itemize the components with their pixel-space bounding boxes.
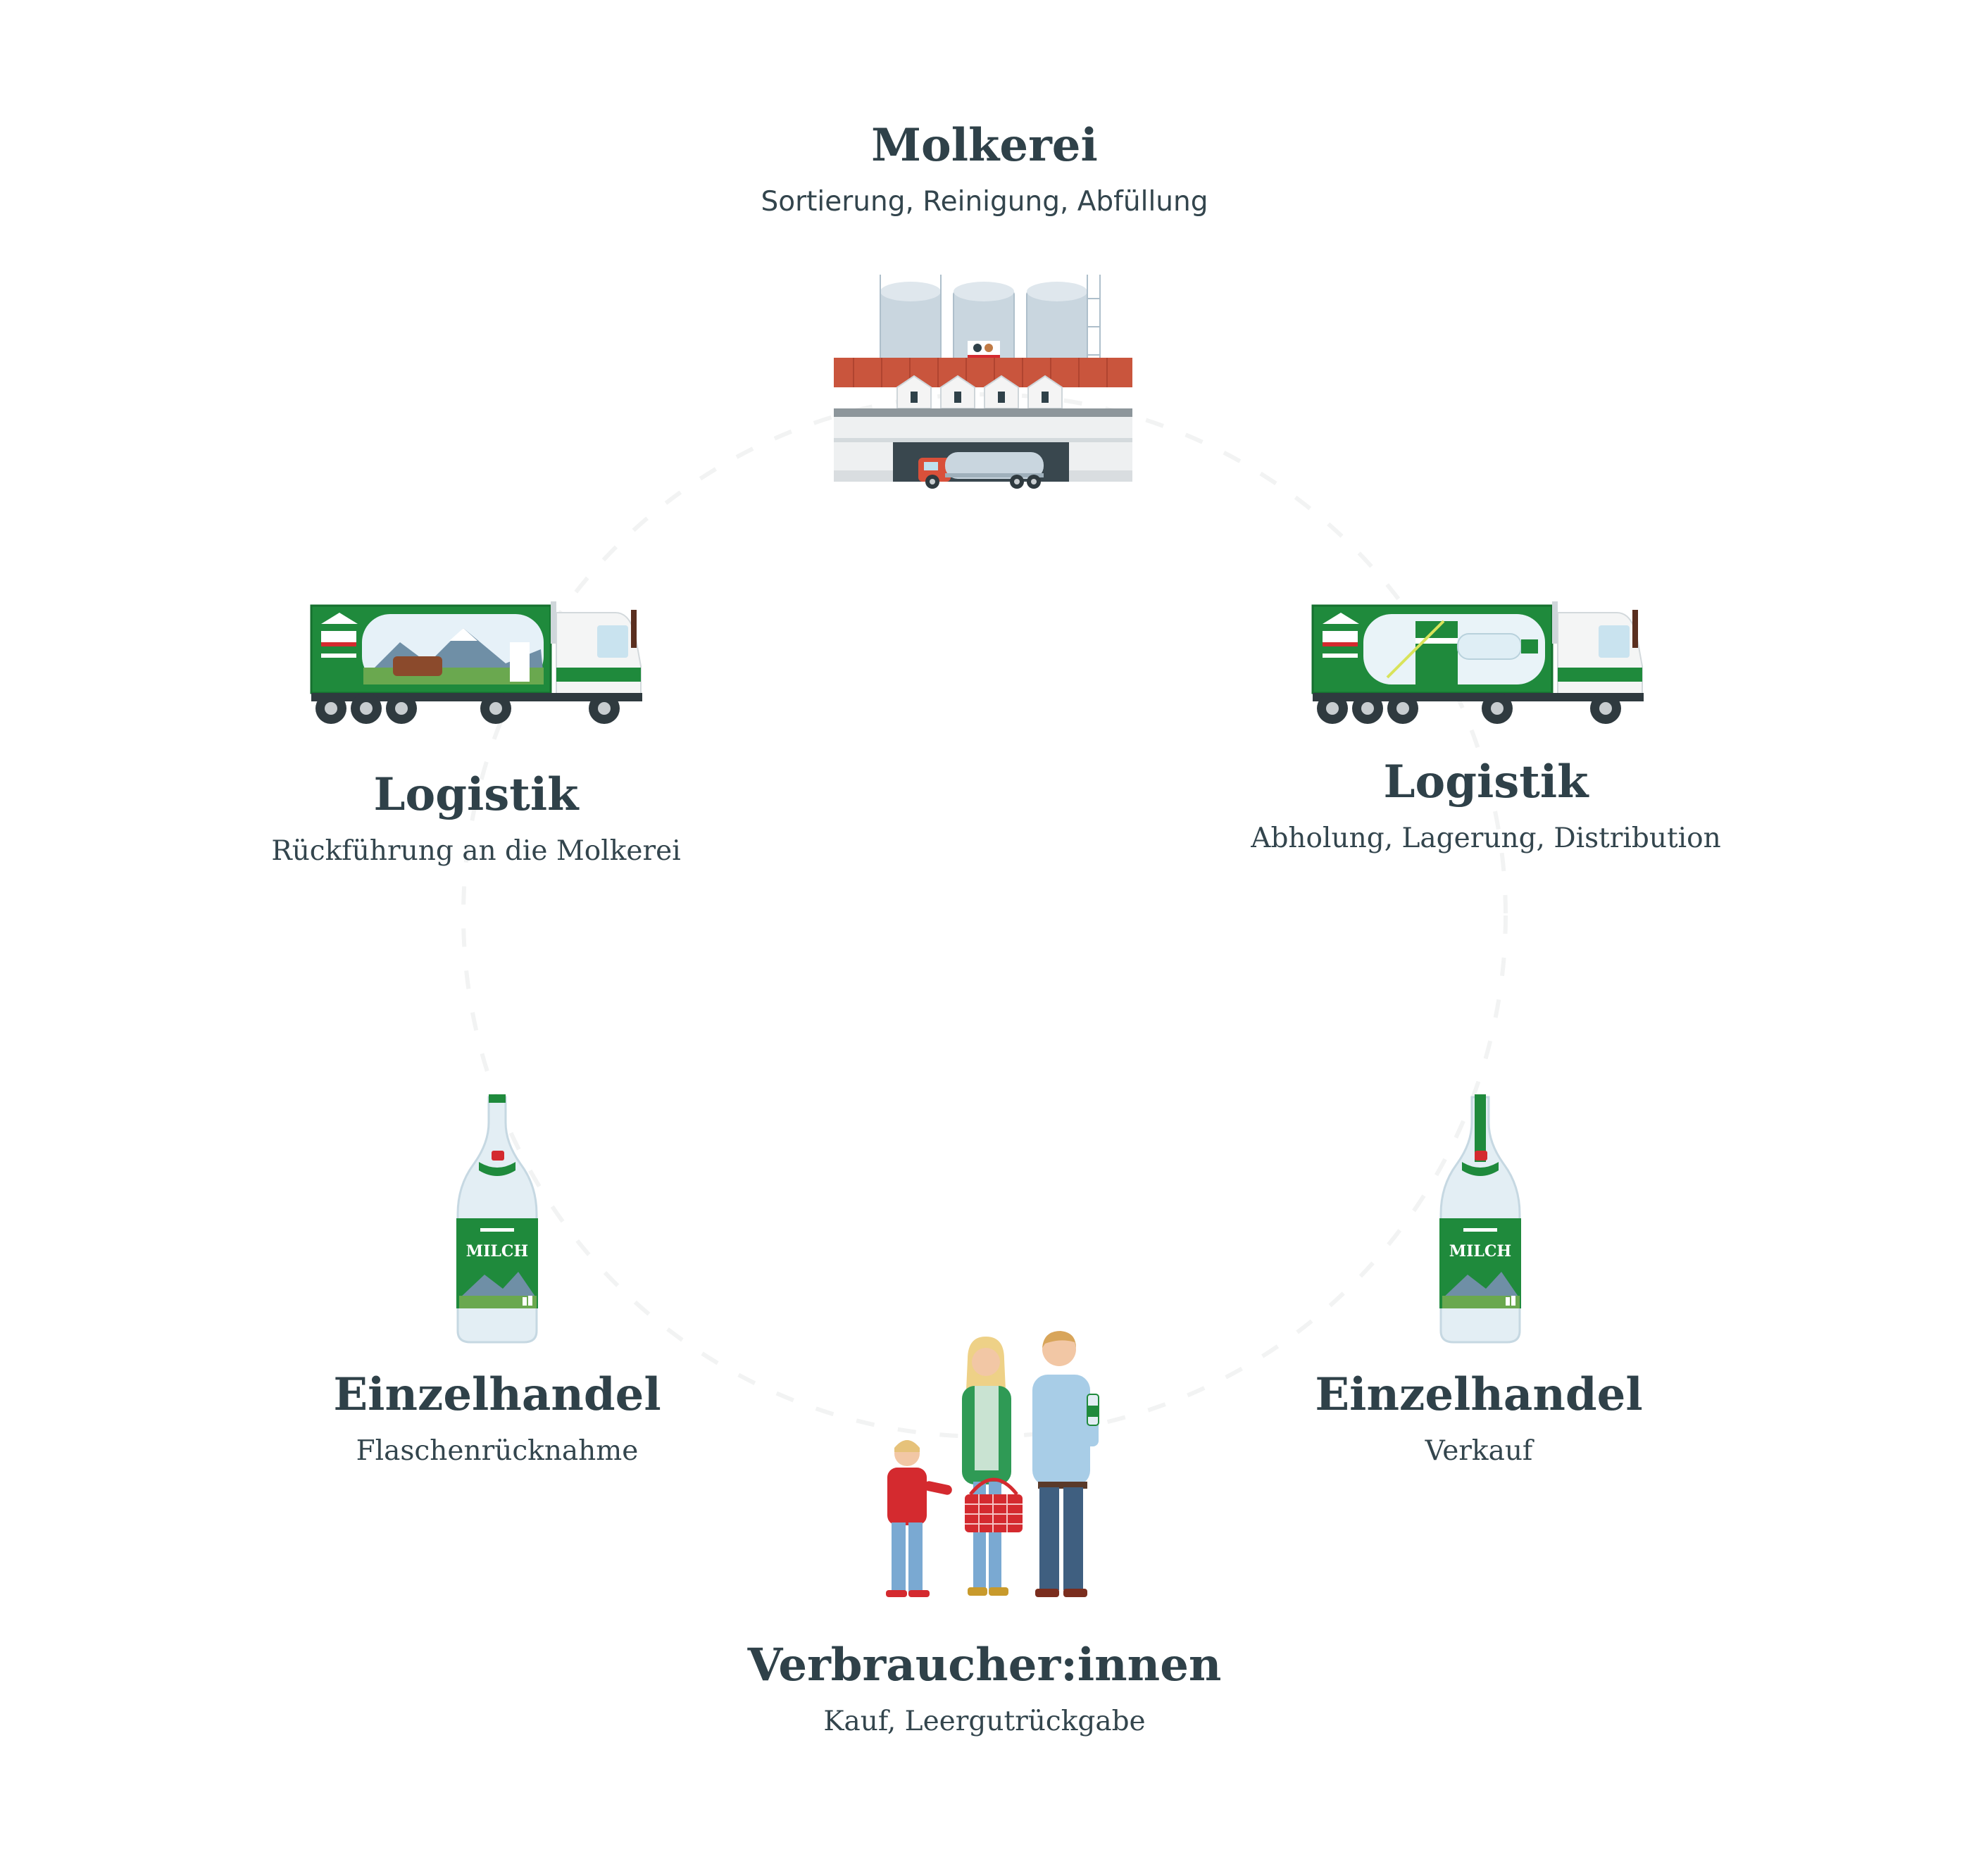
station-title: Verbraucher:innen xyxy=(747,1639,1222,1691)
svg-text:MILCH: MILCH xyxy=(1449,1242,1511,1261)
svg-text:MILCH: MILCH xyxy=(466,1242,528,1261)
milk-bottle-icon: MILCH xyxy=(1439,1094,1521,1344)
station-einzelhandel-left: Einzelhandel Flaschenrücknahme xyxy=(180,1369,814,1469)
station-title: Logistik xyxy=(373,768,579,821)
station-subtitle: Flaschenrücknahme xyxy=(356,1434,639,1467)
station-subtitle: Verkauf xyxy=(1425,1434,1533,1467)
station-logistik-right: Logistik Abholung, Lagerung, Distributio… xyxy=(1169,756,1803,856)
milk-bottle-icon: MILCH xyxy=(456,1094,538,1344)
station-subtitle: Rückführung an die Molkerei xyxy=(271,834,681,867)
station-title: Logistik xyxy=(1383,756,1589,808)
station-subtitle: Abholung, Lagerung, Distribution xyxy=(1251,822,1721,854)
station-verbraucher: Verbraucher:innen Kauf, Leergutrückgabe xyxy=(668,1639,1301,1739)
station-molkerei: Molkerei Sortierung, Reinigung, Abfüllun… xyxy=(632,120,1337,220)
family-shopping-icon xyxy=(886,1331,1099,1597)
station-subtitle: Kauf, Leergutrückgabe xyxy=(823,1705,1146,1737)
delivery-truck-icon xyxy=(1311,601,1644,724)
station-subtitle: Sortierung, Reinigung, Abfüllung xyxy=(761,185,1208,218)
station-title: Einzelhandel xyxy=(1315,1368,1643,1421)
delivery-truck-icon xyxy=(310,601,642,724)
dairy-factory-icon xyxy=(834,275,1132,489)
station-logistik-left: Logistik Rückführung an die Molkerei xyxy=(159,769,793,869)
station-title: Einzelhandel xyxy=(333,1368,661,1421)
station-title: Molkerei xyxy=(871,119,1098,172)
station-einzelhandel-right: Einzelhandel Verkauf xyxy=(1162,1369,1796,1469)
